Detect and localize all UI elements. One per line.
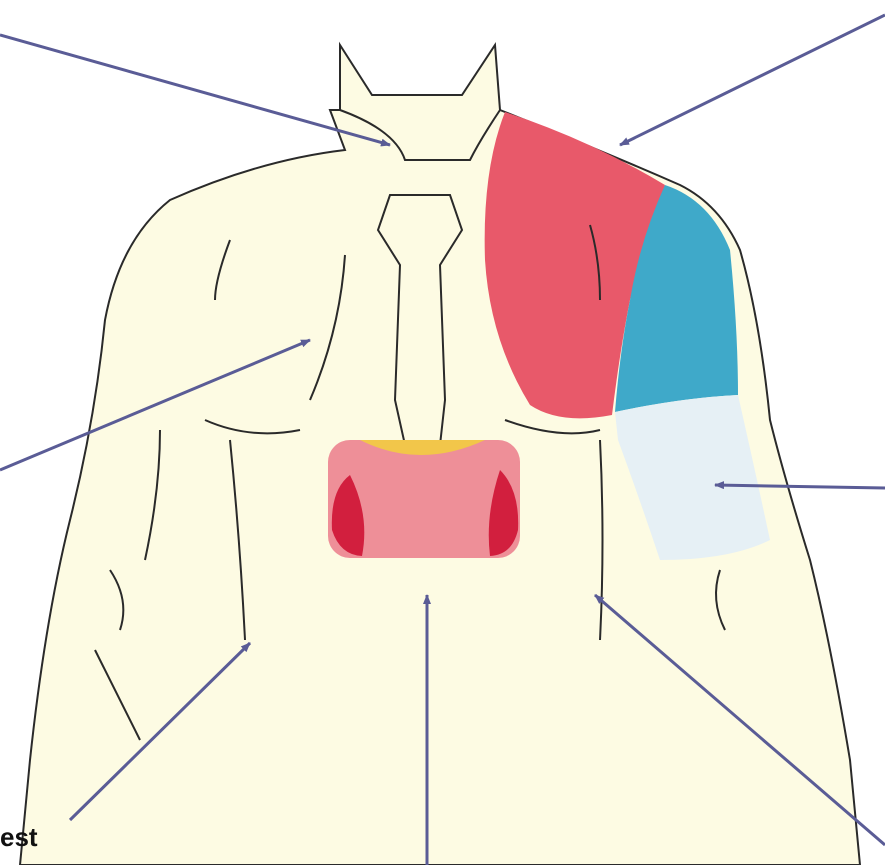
arrow-shoulder xyxy=(620,15,885,145)
arrow-neck xyxy=(0,35,390,145)
label-chest-fragment: est xyxy=(0,822,38,853)
